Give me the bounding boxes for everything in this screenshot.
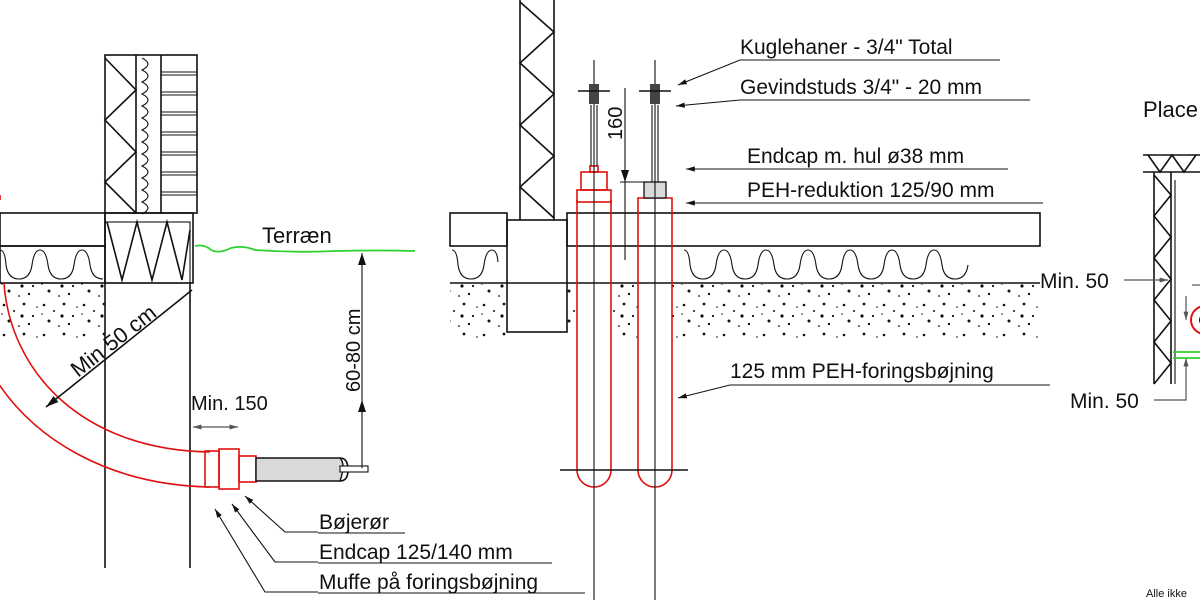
floor-layers: [0, 212, 106, 340]
middle-wall: [506, 0, 568, 333]
middle-floor-layers: [449, 212, 1041, 339]
foundation-block: [104, 212, 194, 568]
callout-kuglehaner: Kuglehaner - 3/4" Total: [740, 36, 953, 59]
min-top-label: Min. 50: [1040, 270, 1109, 293]
right-title-partial: Place: [1143, 97, 1198, 122]
pipe-section-circle: [1190, 305, 1200, 335]
callout-peh-foringsbojning: 125 mm PEH-foringsbøjning: [730, 360, 994, 383]
footer-note-partial: Alle ikke: [1146, 588, 1187, 600]
left-section: Terræn Min 50 cm 60-80 cm Min. 150: [0, 54, 585, 594]
middle-callout-leaders: [675, 59, 1050, 399]
callout-peh-reduktion: PEH-reduktion 125/90 mm: [747, 179, 994, 202]
terrain-label: Terræn: [262, 223, 332, 248]
bend-radius-dimension: [45, 289, 193, 408]
left-callout-leaders: [214, 495, 585, 594]
callout-bojeror: Bøjerør: [319, 511, 389, 534]
wall-insulation: [103, 54, 198, 215]
casing-bend: [0, 195, 369, 490]
terrain-line: [194, 244, 416, 253]
offset-label: Min. 150: [191, 393, 268, 415]
casing-pipes: [560, 60, 688, 600]
middle-section: 160 Kuglehaner - 3/4" Total Gevindstuds …: [449, 0, 1050, 600]
callout-endcap-hul: Endcap m. hul ø38 mm: [747, 145, 964, 168]
callout-gevindstuds: Gevindstuds 3/4" - 20 mm: [740, 76, 982, 99]
callout-endcap-125-140: Endcap 125/140 mm: [319, 541, 513, 564]
height-label: 160: [605, 107, 627, 140]
min-bottom-label: Min. 50: [1070, 390, 1139, 413]
depth-label: 60-80 cm: [343, 309, 365, 392]
callout-muffe: Muffe på foringsbøjning: [319, 571, 538, 594]
right-section: Place Min. 50 Min. 50 Alle ikke: [1040, 97, 1200, 600]
